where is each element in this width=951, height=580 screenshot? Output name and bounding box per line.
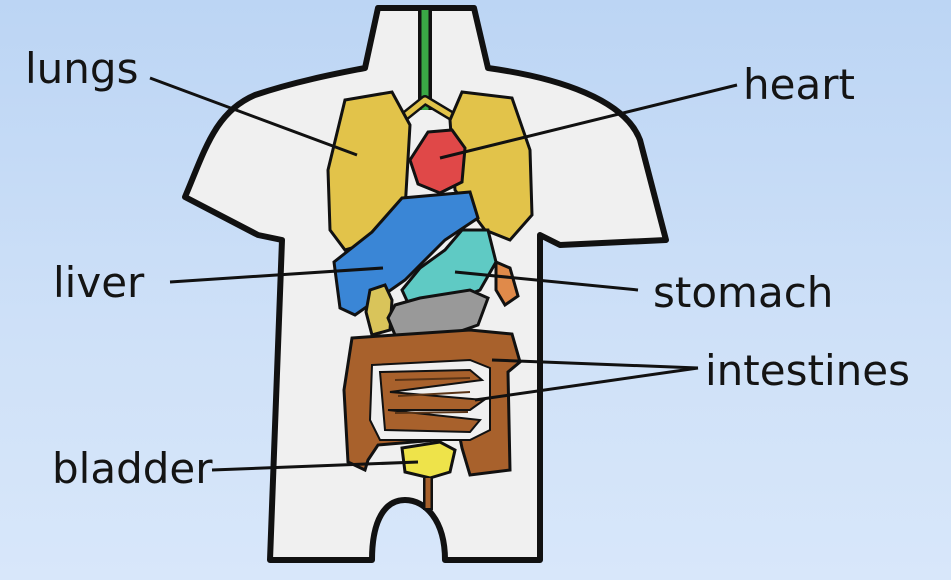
label-lungs: lungs — [25, 48, 138, 90]
label-heart: heart — [743, 64, 855, 106]
label-bladder: bladder — [52, 448, 213, 490]
label-liver: liver — [53, 262, 144, 304]
label-stomach: stomach — [653, 272, 833, 314]
bladder-organ — [402, 442, 455, 478]
gallbladder — [366, 285, 392, 335]
label-intestines: intestines — [705, 350, 910, 392]
